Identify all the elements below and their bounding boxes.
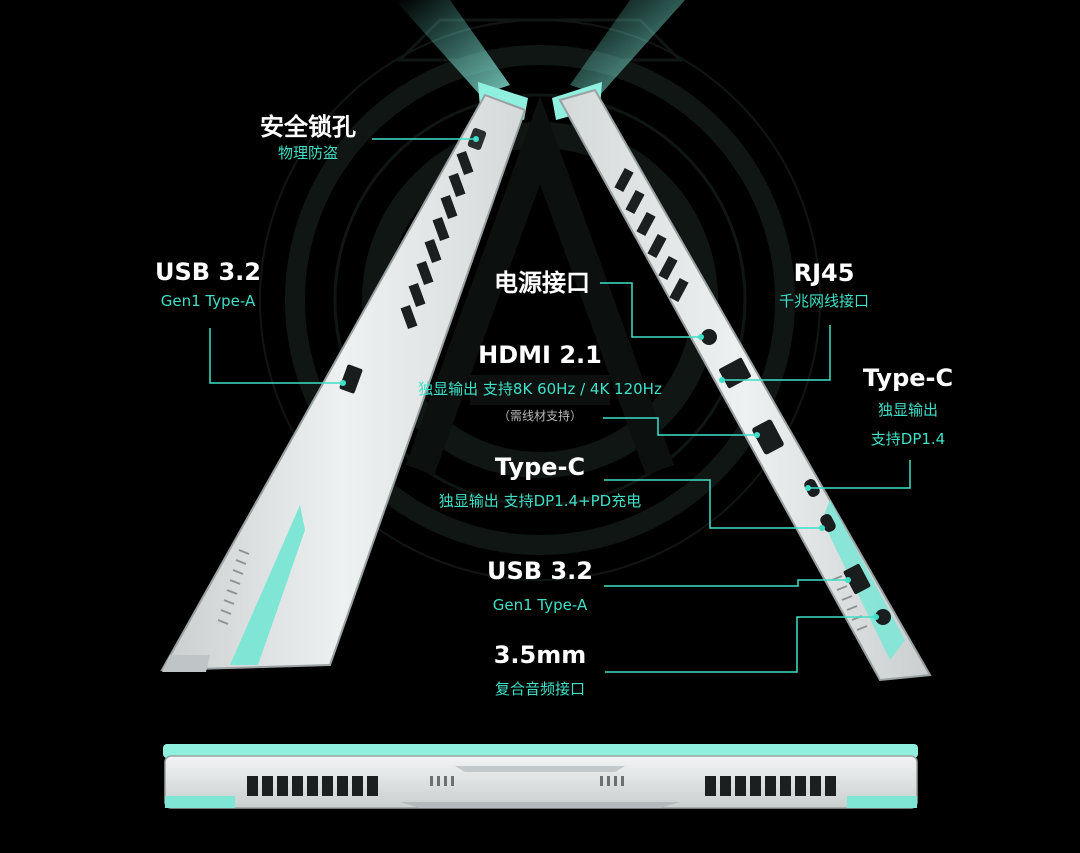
rj45-title: RJ45 <box>793 259 855 287</box>
power-title: 电源接口 <box>494 269 590 297</box>
security-lock-title: 安全锁孔 <box>260 113 356 141</box>
usb-right-subtitle: Gen1 Type-A <box>492 596 588 614</box>
audio-title: 3.5mm <box>493 641 587 669</box>
typec-right-subtitle-line2: 支持DP1.4 <box>870 430 946 448</box>
hdmi-subtitle: 独显输出 支持8K 60Hz / 4K 120Hz <box>418 380 662 398</box>
usb-right-title: USB 3.2 <box>487 557 593 585</box>
leader-lines <box>209 138 911 673</box>
security-lock-subtitle: 物理防盗 <box>277 144 339 162</box>
usb-left-subtitle: Gen1 Type-A <box>160 292 256 310</box>
typec-center-title: Type-C <box>494 453 586 481</box>
laptop-rear-view <box>163 744 918 809</box>
usb-left-title: USB 3.2 <box>155 258 261 286</box>
right-laptop-side-view <box>552 0 932 682</box>
typec-center-subtitle: 独显输出 支持DP1.4+PD充电 <box>438 492 642 510</box>
hdmi-note: （需线材支持） <box>497 409 583 423</box>
rj45-subtitle: 千兆网线接口 <box>778 292 870 310</box>
audio-subtitle: 复合音频接口 <box>494 680 586 698</box>
hdmi-title: HDMI 2.1 <box>478 341 602 369</box>
typec-right-subtitle-line1: 独显输出 <box>877 401 939 419</box>
port-marker-dots <box>340 136 879 620</box>
typec-right-title: Type-C <box>862 364 954 392</box>
